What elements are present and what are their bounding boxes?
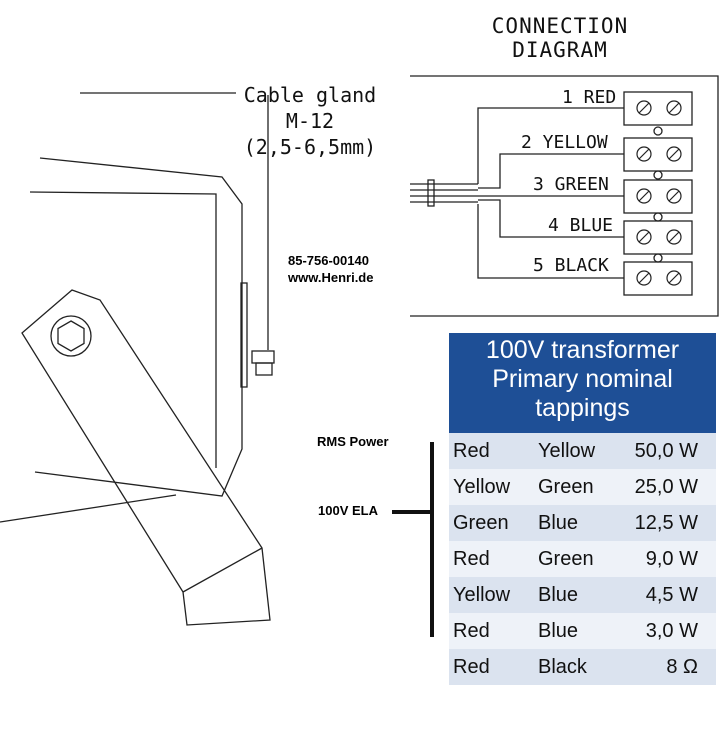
table-row: Red Green 9,0 W [449, 541, 716, 577]
wire-label-3: 3 GREEN [533, 174, 609, 195]
cable-sleeve [427, 179, 435, 207]
bolt-icon [50, 315, 92, 357]
tap-to: Black [534, 649, 619, 685]
gland-line-1: Cable gland [243, 83, 377, 107]
wire-5-route [477, 204, 624, 279]
wire-2-route [478, 153, 624, 189]
tap-from: Red [449, 649, 534, 685]
table-row: Green Blue 12,5 W [449, 505, 716, 541]
tap-from: Yellow [449, 577, 534, 613]
mounting-bracket [21, 289, 271, 626]
table-row: Red Black 8 Ω [449, 649, 716, 685]
tap-to: Blue [534, 577, 619, 613]
terminal-5 [623, 261, 693, 296]
tap-value: 3,0 W [619, 613, 716, 649]
terminal-link [653, 253, 663, 263]
cable-gland-label: Cable gland M-12 (2,5-6,5mm) [215, 82, 405, 160]
wire-label-4: 4 BLUE [548, 215, 614, 236]
table-header: 100V transformer Primary nominal tapping… [449, 333, 716, 433]
tap-value: 9,0 W [619, 541, 716, 577]
terminal-link [653, 212, 663, 222]
header-line-2: Primary nominal [492, 365, 673, 393]
tap-to: Yellow [534, 433, 619, 469]
housing-plate [240, 282, 248, 388]
wire-label-5: 5 BLACK [533, 255, 609, 276]
terminal-4 [623, 220, 693, 255]
table-row: Red Blue 3,0 W [449, 613, 716, 649]
header-line-3: tappings [535, 394, 630, 422]
tap-to: Blue [534, 505, 619, 541]
part-info: 85-756-00140 www.Henri.de [288, 252, 373, 286]
tap-value: 8 Ω [619, 649, 716, 685]
table-brace [392, 442, 434, 637]
wire-4-route [478, 199, 624, 238]
tap-value: 4,5 W [619, 577, 716, 613]
website: www.Henri.de [288, 270, 374, 285]
wall-line [0, 494, 177, 523]
terminal-screw-icons [636, 100, 682, 286]
header-line-1: 100V transformer [485, 336, 680, 364]
gland-line-3: (2,5-6,5mm) [243, 135, 377, 159]
tap-from: Red [449, 433, 534, 469]
tappings-rows: Red Yellow 50,0 W Yellow Green 25,0 W Gr… [449, 433, 716, 685]
bracket-edge [182, 547, 263, 593]
tap-value: 50,0 W [619, 433, 716, 469]
table-row: Red Yellow 50,0 W [449, 433, 716, 469]
terminal-link [653, 126, 663, 136]
title-line-2: DIAGRAM [512, 38, 608, 62]
terminal-link [653, 170, 663, 180]
connection-diagram-title: CONNECTION DIAGRAM [440, 14, 680, 62]
wire-1-route [477, 107, 624, 184]
tap-to: Green [534, 469, 619, 505]
part-number: 85-756-00140 [288, 253, 369, 268]
terminal-block [623, 91, 693, 296]
terminal-1 [623, 91, 693, 126]
tap-value: 25,0 W [619, 469, 716, 505]
tap-from: Red [449, 541, 534, 577]
cable-gland-nut [251, 350, 275, 364]
tap-to: Blue [534, 613, 619, 649]
wire-label-1: 1 RED [562, 87, 617, 108]
table-row: Yellow Green 25,0 W [449, 469, 716, 505]
housing-outline [34, 157, 243, 497]
table-row: Yellow Blue 4,5 W [449, 577, 716, 613]
wire-label-2: 2 YELLOW [521, 132, 608, 153]
tap-from: Yellow [449, 469, 534, 505]
tappings-table: 100V transformer Primary nominal tapping… [449, 333, 716, 685]
cable-gland-body [255, 362, 273, 376]
tap-value: 12,5 W [619, 505, 716, 541]
title-line-1: CONNECTION [491, 14, 629, 38]
tap-from: Red [449, 613, 534, 649]
tap-from: Green [449, 505, 534, 541]
rms-power-label: RMS Power [317, 434, 389, 449]
housing-inner-edge [29, 191, 217, 468]
terminal-2 [623, 137, 693, 172]
terminal-3 [623, 179, 693, 214]
tap-to: Green [534, 541, 619, 577]
gland-line-2: M-12 [285, 109, 335, 133]
ela-label: 100V ELA [318, 503, 378, 518]
connection-box [410, 75, 719, 317]
